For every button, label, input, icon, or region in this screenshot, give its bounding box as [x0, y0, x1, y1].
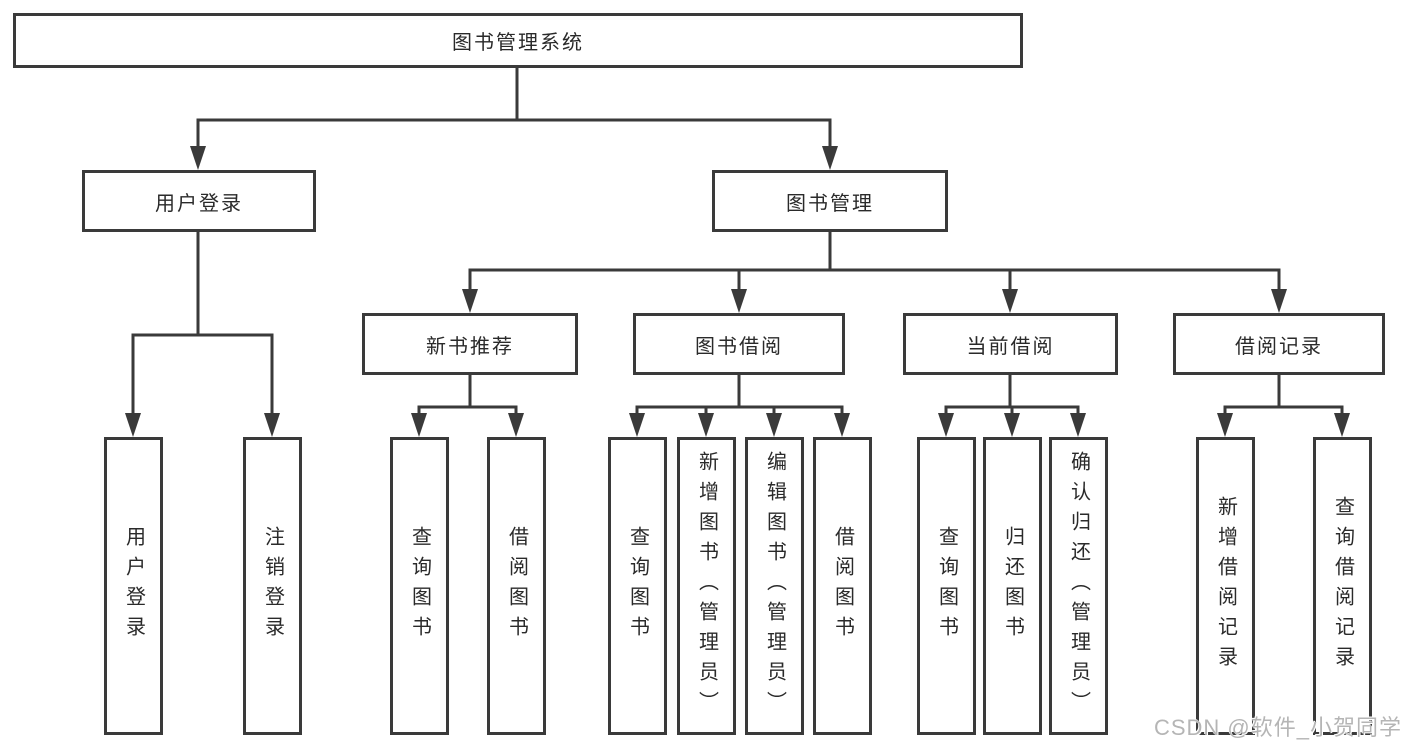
- leaf-label: 查询图书: [626, 526, 649, 646]
- node-label: 新书推荐: [426, 335, 514, 358]
- leaf-borrow-books-recommend: 借阅图书: [487, 437, 546, 735]
- leaf-confirm-return-admin: 确认归还（管理员）: [1049, 437, 1108, 735]
- leaf-edit-books-admin: 编辑图书（管理员）: [745, 437, 804, 735]
- leaf-return-books: 归还图书: [983, 437, 1042, 735]
- leaf-label: 借阅图书: [831, 526, 854, 646]
- arrowheads: [125, 146, 1350, 437]
- node-label: 借阅记录: [1235, 335, 1323, 358]
- leaf-label: 查询图书: [935, 526, 958, 646]
- leaf-label: 查询图书: [408, 526, 431, 646]
- leaf-label: 确认归还（管理员）: [1067, 451, 1090, 721]
- leaf-add-borrow-record: 新增借阅记录: [1196, 437, 1255, 735]
- leaf-query-borrow-record: 查询借阅记录: [1313, 437, 1372, 735]
- leaf-query-books-current: 查询图书: [917, 437, 976, 735]
- node-current-borrowing: 当前借阅: [903, 313, 1118, 375]
- leaf-logout: 注销登录: [243, 437, 302, 735]
- node-book-borrowing: 图书借阅: [633, 313, 845, 375]
- leaf-label: 用户登录: [122, 526, 145, 646]
- leaf-label: 查询借阅记录: [1331, 496, 1354, 676]
- node-borrowing-records: 借阅记录: [1173, 313, 1385, 375]
- node-library-management-system: 图书管理系统: [13, 13, 1023, 68]
- leaf-label: 新增图书（管理员）: [695, 451, 718, 721]
- node-label: 图书管理系统: [452, 32, 584, 54]
- leaf-label: 编辑图书（管理员）: [763, 451, 786, 721]
- leaf-label: 新增借阅记录: [1214, 496, 1237, 676]
- leaf-label: 归还图书: [1001, 526, 1024, 646]
- node-label: 图书管理: [786, 192, 874, 215]
- node-label: 用户登录: [155, 192, 243, 215]
- tree-branch-lines: [131, 68, 1344, 419]
- leaf-borrow-books: 借阅图书: [813, 437, 872, 735]
- node-user-login: 用户登录: [82, 170, 316, 232]
- leaf-label: 借阅图书: [505, 526, 528, 646]
- node-new-book-recommendation: 新书推荐: [362, 313, 578, 375]
- leaf-query-books-recommend: 查询图书: [390, 437, 449, 735]
- leaf-user-login: 用户登录: [104, 437, 163, 735]
- leaf-query-books-borrow: 查询图书: [608, 437, 667, 735]
- leaf-label: 注销登录: [261, 526, 284, 646]
- leaf-add-books-admin: 新增图书（管理员）: [677, 437, 736, 735]
- node-label: 图书借阅: [695, 335, 783, 358]
- node-book-management: 图书管理: [712, 170, 948, 232]
- node-label: 当前借阅: [966, 335, 1055, 358]
